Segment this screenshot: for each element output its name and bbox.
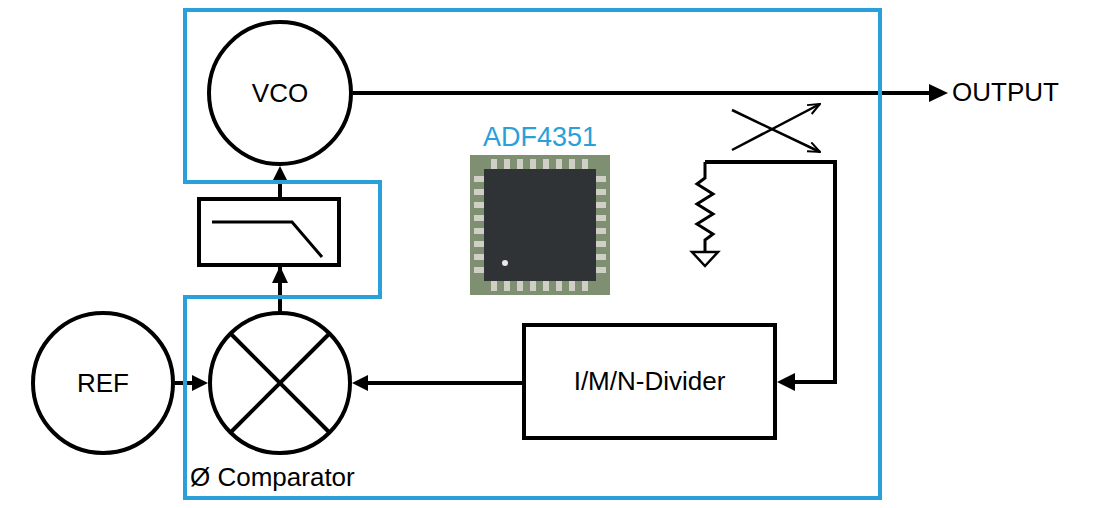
chip-name: ADF4351 bbox=[440, 123, 640, 153]
resistor-symbol bbox=[692, 162, 718, 266]
arrowhead bbox=[272, 266, 288, 283]
block-label: I/M/N-Divider bbox=[574, 367, 726, 396]
block-label: VCO bbox=[252, 79, 308, 108]
arrowhead bbox=[929, 84, 948, 102]
circle-outline bbox=[207, 20, 353, 166]
signal-connector bbox=[362, 381, 522, 385]
circle-outline bbox=[208, 311, 352, 455]
circle-shape bbox=[209, 22, 351, 164]
chip-outline bbox=[183, 8, 882, 500]
coupler-symbol bbox=[732, 104, 820, 152]
output-line bbox=[353, 91, 932, 95]
block-caption: Ø Comparator bbox=[190, 463, 355, 492]
lowpass-filter-symbol bbox=[199, 199, 339, 265]
chip-boundary: VCO Ø Comparator I/M/N-Divider ADF4351 bbox=[183, 8, 882, 500]
output-label: OUTPUT bbox=[952, 78, 1059, 107]
mixer-cross bbox=[231, 334, 330, 433]
output-label-holder: OUTPUT bbox=[952, 78, 1059, 107]
reference-circle: REF bbox=[31, 311, 175, 455]
signal-connector bbox=[175, 381, 198, 385]
divider-box: I/M/N-Divider bbox=[522, 323, 777, 440]
block-label: REF bbox=[77, 369, 129, 398]
phase-comparator: Ø Comparator bbox=[208, 311, 352, 455]
feedback-wire bbox=[705, 162, 835, 382]
vco-circle: VCO bbox=[207, 20, 353, 166]
chip-photo bbox=[470, 155, 610, 295]
circle-shape bbox=[33, 313, 173, 453]
chip-outline-path bbox=[185, 10, 880, 498]
circle-shape bbox=[210, 313, 350, 453]
mixer-cross bbox=[231, 334, 330, 433]
arrowhead bbox=[777, 373, 795, 391]
